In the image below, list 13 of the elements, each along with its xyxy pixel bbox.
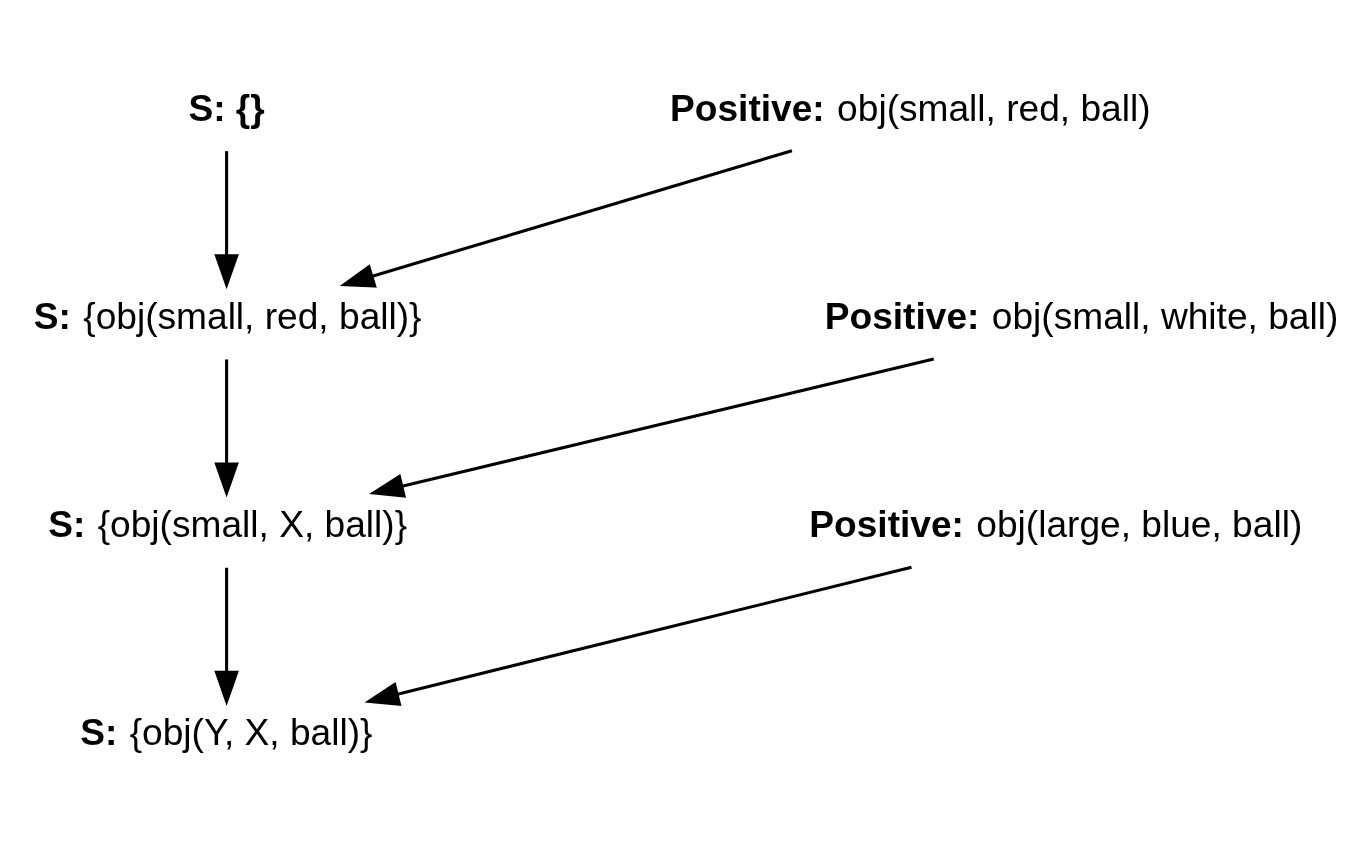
node-text: S: {obj(small, red, ball)}	[33, 294, 422, 337]
node-text: Positive: obj(large, blue, ball)	[808, 502, 1302, 545]
arrow	[368, 357, 934, 498]
arrow	[213, 567, 239, 706]
node-text: Positive: obj(small, red, ball)	[669, 86, 1151, 129]
node-text: Positive: obj(small, white, ball)	[824, 294, 1338, 337]
node-text: S: {obj(small, X, ball)}	[47, 502, 407, 545]
node-text: S: {obj(Y, X, ball)}	[79, 710, 372, 753]
arrow	[213, 150, 239, 289]
arrow	[213, 358, 239, 498]
arrow	[363, 565, 912, 706]
arrow	[339, 148, 792, 288]
node-text: S: {}	[187, 86, 265, 129]
